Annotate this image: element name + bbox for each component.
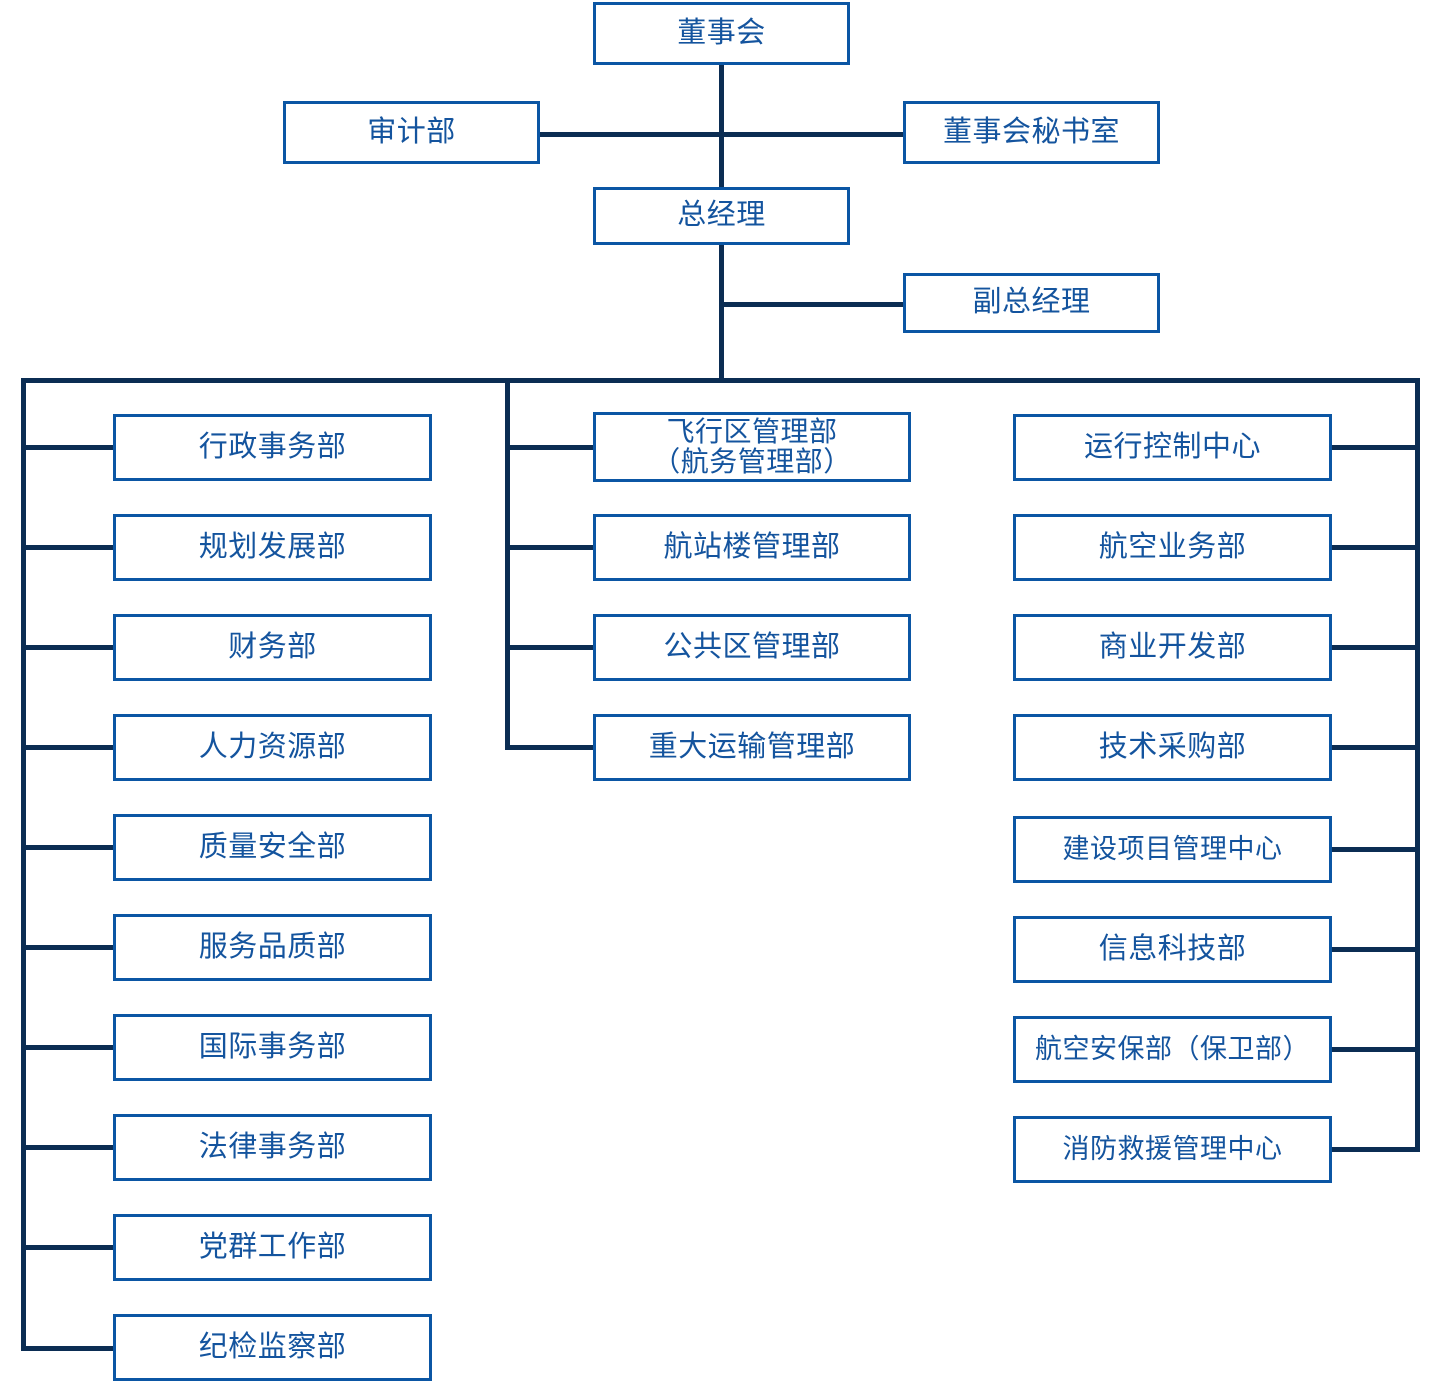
middle-stub [505,545,597,550]
node-audit-department[interactable]: 审计部 [283,101,540,164]
connector-gm-down [719,245,724,381]
node-left-8[interactable]: 党群工作部 [113,1214,432,1281]
middle-stub [505,645,597,650]
left-column-spine [21,378,26,1351]
right-stub [1329,1147,1420,1152]
node-general-manager[interactable]: 总经理 [593,187,850,245]
left-stub [21,545,116,550]
node-left-7[interactable]: 法律事务部 [113,1114,432,1181]
left-stub [21,1145,116,1150]
right-stub [1329,847,1420,852]
node-left-4[interactable]: 质量安全部 [113,814,432,881]
node-left-3[interactable]: 人力资源部 [113,714,432,781]
node-middle-2[interactable]: 公共区管理部 [593,614,911,681]
node-left-0[interactable]: 行政事务部 [113,414,432,481]
node-middle-1[interactable]: 航站楼管理部 [593,514,911,581]
node-right-7[interactable]: 消防救援管理中心 [1013,1116,1332,1183]
connector-audit-to-secretariat [540,132,904,137]
node-right-6[interactable]: 航空安保部（保卫部） [1013,1016,1332,1083]
left-stub [21,445,116,450]
right-stub [1329,1047,1420,1052]
right-stub [1329,745,1420,750]
node-right-2[interactable]: 商业开发部 [1013,614,1332,681]
right-stub [1329,445,1420,450]
right-stub [1329,947,1420,952]
node-right-3[interactable]: 技术采购部 [1013,714,1332,781]
left-stub [21,1346,116,1351]
node-right-4[interactable]: 建设项目管理中心 [1013,816,1332,883]
left-stub [21,845,116,850]
node-middle-0[interactable]: 飞行区管理部 （航务管理部） [593,412,911,482]
right-stub [1329,545,1420,550]
main-horizontal-bus [21,378,1420,383]
left-stub [21,1245,116,1250]
right-column-spine [1415,378,1420,1151]
left-stub [21,645,116,650]
node-right-0[interactable]: 运行控制中心 [1013,414,1332,481]
node-left-9[interactable]: 纪检监察部 [113,1314,432,1381]
node-board-secretariat[interactable]: 董事会秘书室 [903,101,1160,164]
middle-stub [505,745,597,750]
middle-stub [505,445,597,450]
node-left-1[interactable]: 规划发展部 [113,514,432,581]
connector-gm-to-deputy [719,302,905,307]
node-deputy-general-manager[interactable]: 副总经理 [903,273,1160,333]
left-stub [21,745,116,750]
connector-board-to-gm [719,65,724,190]
right-stub [1329,645,1420,650]
node-left-6[interactable]: 国际事务部 [113,1014,432,1081]
node-right-1[interactable]: 航空业务部 [1013,514,1332,581]
node-middle-3[interactable]: 重大运输管理部 [593,714,911,781]
left-stub [21,1045,116,1050]
node-left-5[interactable]: 服务品质部 [113,914,432,981]
node-board-of-directors[interactable]: 董事会 [593,2,850,65]
node-left-2[interactable]: 财务部 [113,614,432,681]
left-stub [21,945,116,950]
middle-column-spine [505,378,510,750]
node-right-5[interactable]: 信息科技部 [1013,916,1332,983]
